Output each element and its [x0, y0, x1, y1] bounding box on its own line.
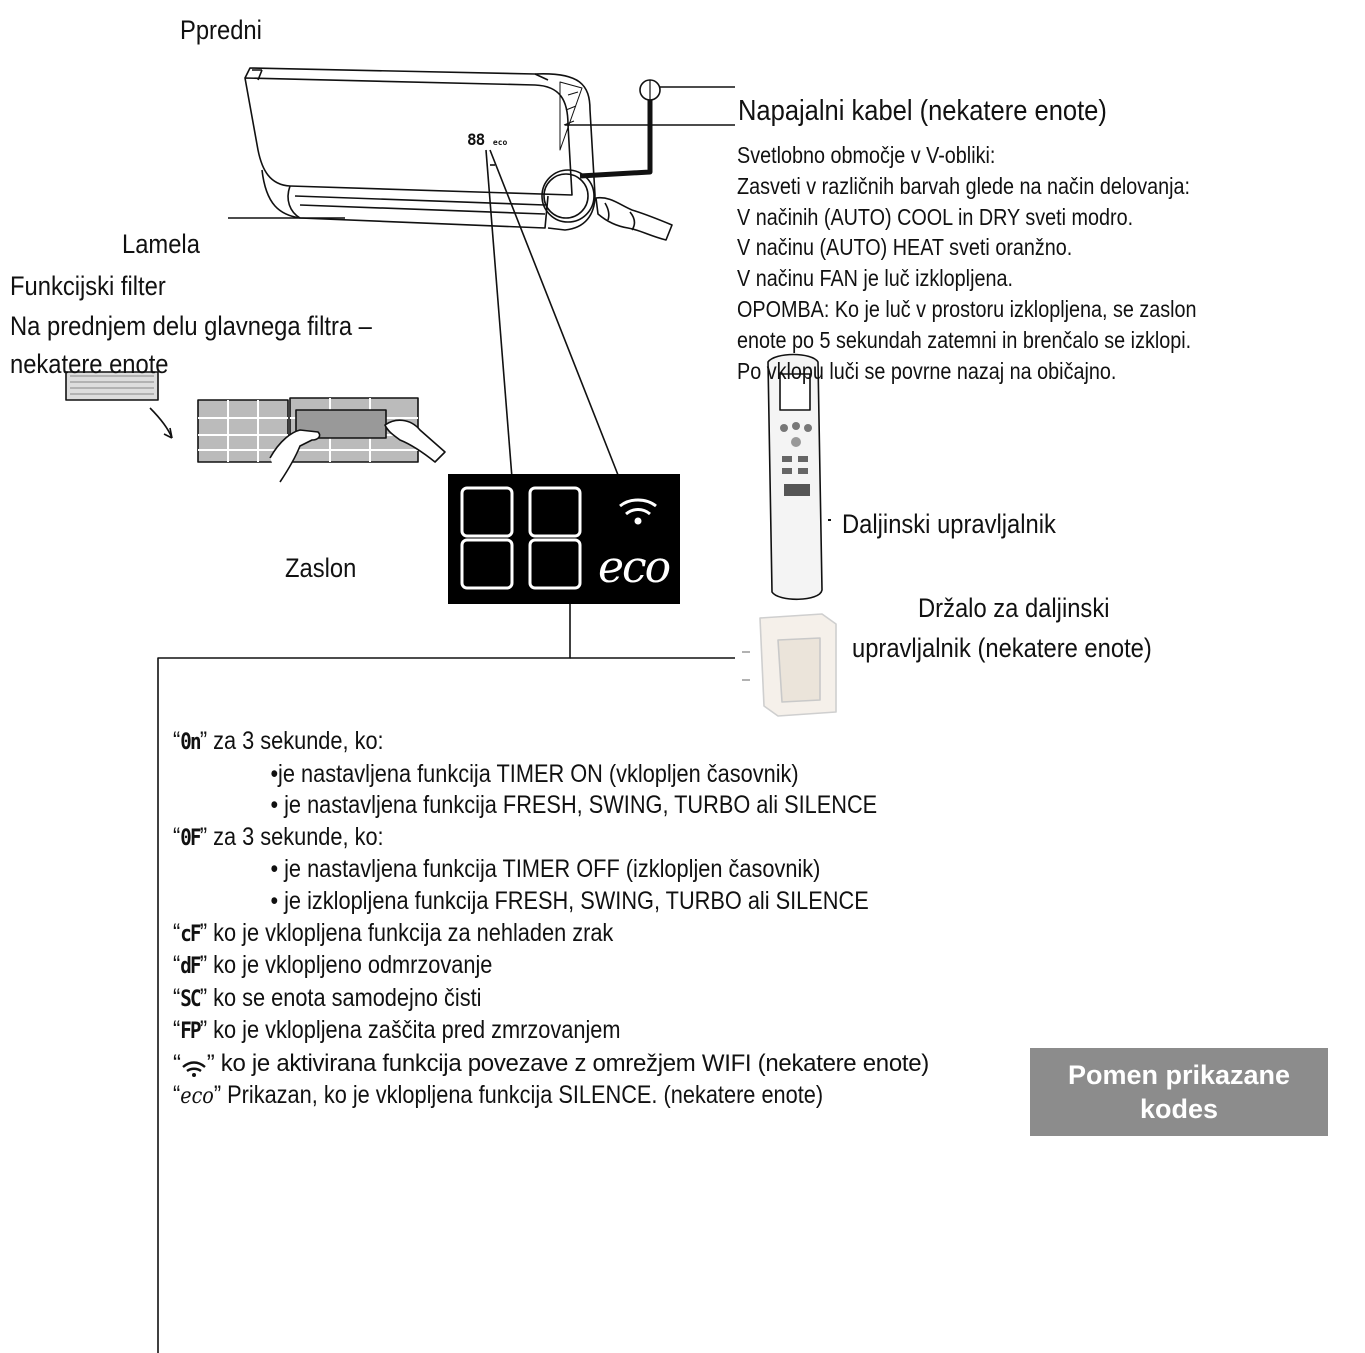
code-df: dF	[180, 954, 201, 980]
note-line: OPOMBA: Ko je luč v prostoru izklopljena…	[737, 295, 1197, 322]
code-cf: cF	[180, 921, 201, 947]
label-holder-2: upravljalnik (nekatere enote)	[852, 633, 1152, 663]
v-light-region	[534, 73, 596, 231]
note-line: V načinu FAN je luč izklopljena.	[737, 265, 1013, 292]
label-louver: Lamela	[122, 229, 200, 259]
hand-left	[269, 429, 321, 483]
code-row-off: “0F” za 3 sekunde, ko:	[173, 822, 384, 851]
code-row-on: “0n” za 3 sekunde, ko:	[173, 727, 384, 755]
unit-mini-display: 88 eco	[467, 130, 511, 150]
display-codes-list: “0n” za 3 sekunde, ko: •je nastavljena f…	[173, 726, 1053, 1112]
code-on: 0n	[180, 730, 201, 755]
code-sc: SC	[180, 986, 201, 1012]
drain-hose	[595, 196, 673, 241]
note-line: enote po 5 sekundah zatemni in brenčalo …	[737, 326, 1192, 353]
wifi-icon	[181, 1056, 207, 1077]
fan-cover	[541, 169, 595, 223]
display-panel: eco	[448, 474, 680, 604]
wifi-icon	[619, 498, 657, 525]
remote-holder	[742, 613, 837, 717]
hand-right	[384, 419, 446, 463]
power-cable	[579, 96, 653, 179]
code-row-on-item1: •je nastavljena funkcija TIMER ON (vklop…	[270, 759, 799, 788]
code-off: 0F	[180, 825, 201, 851]
note-line: Po vklopu luči se povrne nazaj na običaj…	[737, 357, 1117, 384]
note-line: V načinu (AUTO) HEAT sveti oranžno.	[737, 234, 1073, 261]
code-row-cf: “cF” ko je vklopljena funkcija za nehlad…	[173, 918, 614, 947]
label-power-cable: Napajalni kabel (nekatere enote)	[738, 95, 1107, 127]
code-row-off-item2: • je izklopljena funkcija FRESH, SWING, …	[270, 886, 869, 915]
indoor-unit-bottom	[261, 169, 549, 229]
code-row-fp: “FP” ko je vklopljena zaščita pred zmrzo…	[173, 1016, 621, 1045]
label-remote: Daljinski upravljalnik	[842, 509, 1056, 539]
unit-mini-digits: 88	[467, 130, 485, 149]
remote-control	[767, 353, 831, 601]
codes-meaning-badge: Pomen prikazane kodes	[1030, 1048, 1328, 1136]
display-eco-icon: eco	[598, 542, 671, 593]
label-front: Ppredni	[180, 15, 262, 45]
label-filter-desc-1: Na prednjem delu glavnega filtra –	[10, 311, 372, 341]
unit-mini-eco-icon: eco	[492, 138, 508, 147]
light-notes: Svetlobno območje v V-obliki: Zasveti v …	[737, 140, 1271, 386]
display-digits	[460, 486, 657, 590]
label-function-filter: Funkcijski filter	[10, 271, 166, 301]
label-holder-1: Držalo za daljinski	[918, 593, 1110, 623]
label-display: Zaslon	[285, 553, 357, 583]
note-line: V načinih (AUTO) COOL in DRY sveti modro…	[737, 203, 1134, 230]
code-row-off-item1: • je nastavljena funkcija TIMER OFF (izk…	[270, 855, 821, 884]
code-row-sc: “SC” ko se enota samodejno čisti	[173, 983, 482, 1012]
code-row-df: “dF” ko je vklopljeno odmrzovanje	[173, 951, 493, 980]
filter-strip	[65, 371, 159, 401]
code-fp: FP	[180, 1019, 201, 1045]
indoor-unit-front-panel	[244, 77, 573, 196]
code-row-on-item2: • je nastavljena funkcija FRESH, SWING, …	[270, 791, 878, 820]
note-line: Zasveti v različnih barvah glede na nači…	[737, 172, 1191, 199]
code-row-eco: “eco” Prikazan, ko je vklopljena funkcij…	[173, 1080, 824, 1109]
label-filter-desc-2: nekatere enote	[10, 349, 169, 379]
eco-icon: eco	[180, 1083, 214, 1109]
code-row-wifi: “” ko je aktivirana funkcija povezave z …	[173, 1049, 929, 1077]
note-line: Svetlobno območje v V-obliki:	[737, 142, 996, 168]
